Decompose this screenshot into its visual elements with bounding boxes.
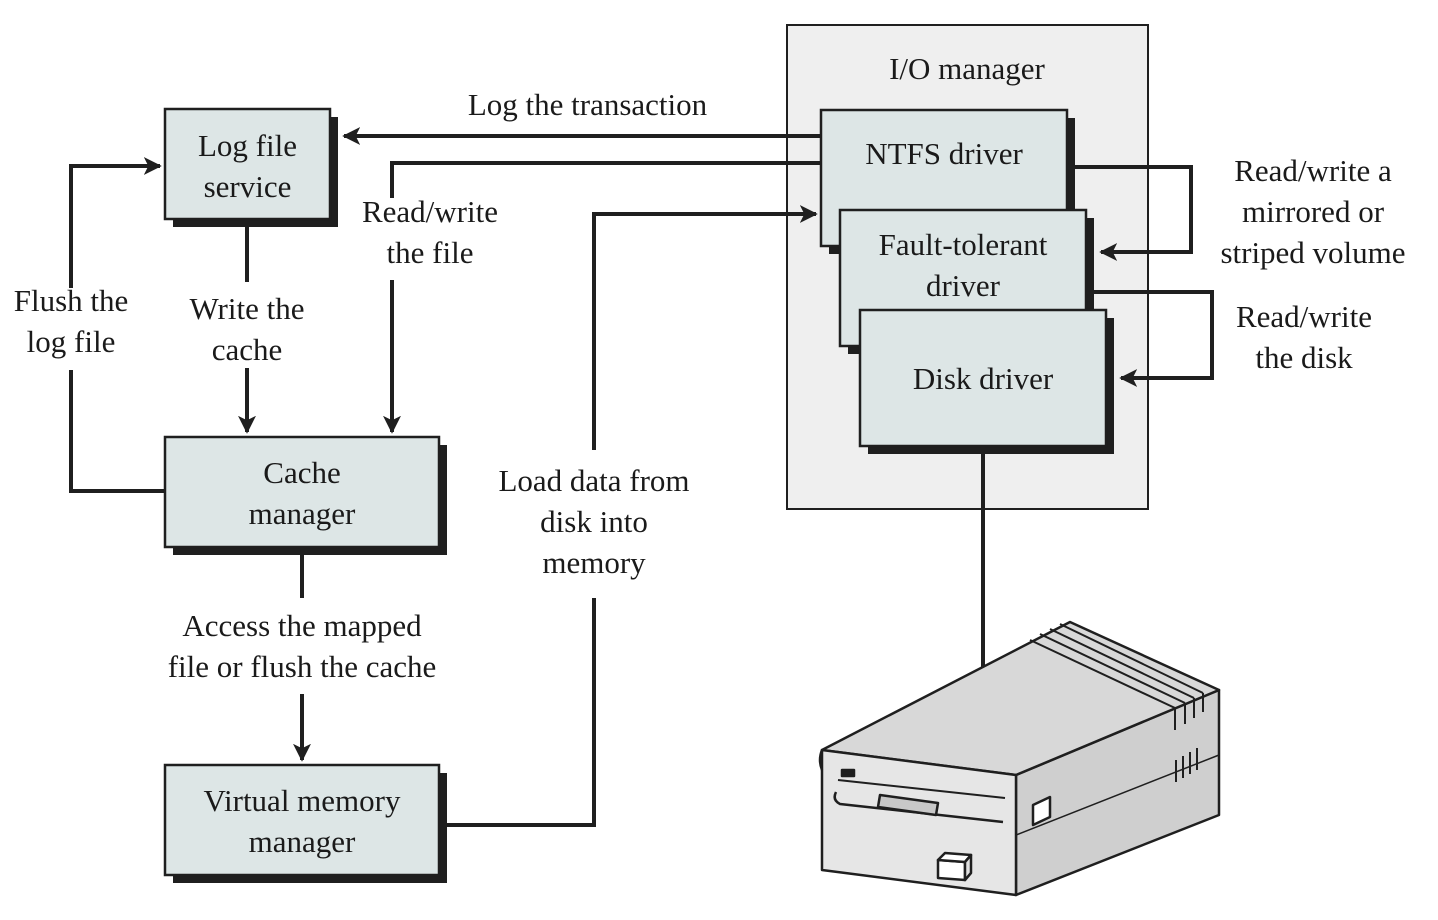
read-write-disk-arrow bbox=[1086, 290, 1214, 387]
load-data-arrow-bottom bbox=[439, 598, 596, 827]
write-cache-label: Write the cache bbox=[189, 291, 305, 367]
floppy-disk-drive-icon bbox=[818, 620, 1221, 897]
read-write-disk-label: Read/write the disk bbox=[1235, 299, 1372, 375]
flush-log-arrow-top bbox=[69, 157, 162, 288]
read-write-file-label: Read/write the file bbox=[361, 194, 498, 270]
log-file-service-label: Log file service bbox=[198, 128, 297, 204]
io-manager-title: I/O manager bbox=[889, 51, 1045, 86]
flush-log-arrow-bottom bbox=[69, 370, 165, 493]
load-data-arrow-top bbox=[592, 205, 818, 450]
access-mapped-label: Access the mapped file or flush the cach… bbox=[167, 608, 437, 684]
cache-manager-label: Cache manager bbox=[248, 455, 356, 531]
mirrored-volume-arrow bbox=[1067, 165, 1193, 261]
mirrored-volume-label: Read/write a mirrored or striped volume bbox=[1220, 153, 1406, 270]
read-write-file-arrow bbox=[390, 161, 821, 198]
disk-driver-box bbox=[858, 308, 1114, 454]
flush-log-label: Flush the log file bbox=[13, 283, 129, 359]
load-data-label: Load data from disk into memory bbox=[498, 463, 690, 580]
ntfs-driver-label: NTFS driver bbox=[865, 136, 1023, 171]
cache-manager-box bbox=[163, 435, 447, 555]
fault-tolerant-driver-label: Fault-tolerant driver bbox=[878, 227, 1048, 303]
virtual-memory-manager-label: Virtual memory manager bbox=[203, 783, 401, 859]
disk-driver-label: Disk driver bbox=[912, 361, 1054, 396]
virtual-memory-manager-box bbox=[163, 763, 447, 883]
log-transaction-label: Log the transaction bbox=[467, 87, 708, 122]
log-file-service-box bbox=[163, 107, 338, 227]
